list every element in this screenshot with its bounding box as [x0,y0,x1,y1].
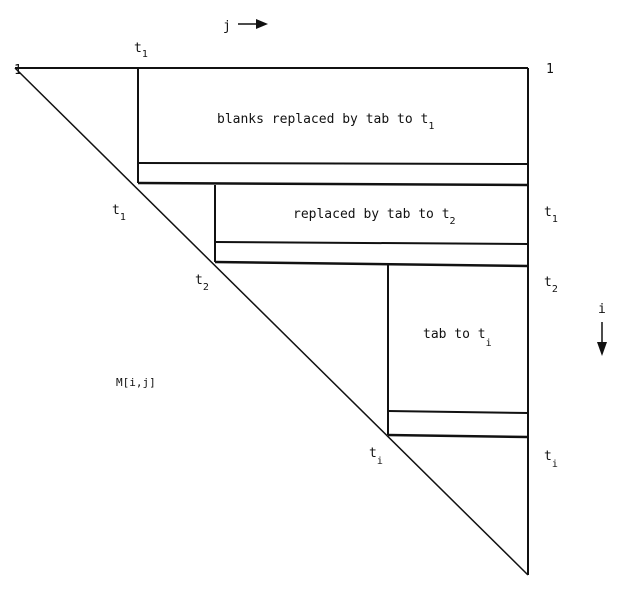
row2-end-line [214,260,529,268]
row2-caption: replaced by tab to t2 [293,207,456,227]
row3-caption: tab to ti [423,327,492,349]
row3-end-line [387,433,529,439]
label-i-axis: i [598,302,606,317]
label-j-axis: j [223,19,231,34]
label-diag-ti: ti [369,446,383,467]
row1-caption: blanks replaced by tab to t1 [217,112,434,132]
label-top-t1: t1 [134,41,148,60]
label-top-right: 1 [546,62,554,77]
j-arrow-icon [256,19,268,29]
label-right-t2: t2 [544,275,558,295]
row1-bottom-line [137,162,529,165]
row2-bottom-line [214,241,529,245]
row1-end-line [137,181,529,187]
row3-bottom-line [387,410,529,414]
diagonal-edge [14,67,529,576]
label-right-ti: ti [544,449,558,470]
label-diag-t2: t2 [195,273,209,293]
label-diag-t1: t1 [112,203,126,223]
i-arrow-icon [597,342,607,356]
label-top-left: 1 [14,63,22,78]
label-matrix: M[i,j] [116,376,156,389]
label-right-t1: t1 [544,205,558,225]
